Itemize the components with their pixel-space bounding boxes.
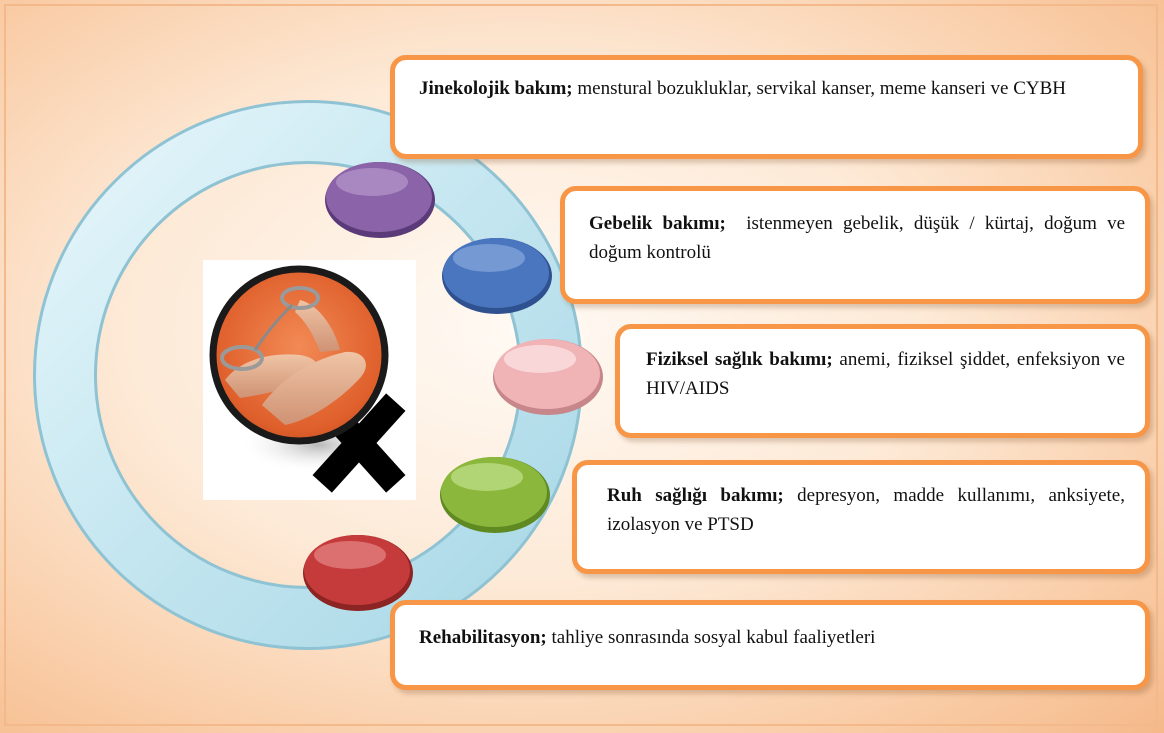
callout-title: Fiziksel sağlık bakımı; xyxy=(646,349,833,370)
node-red xyxy=(303,535,413,611)
callout-gynecological-care: Jinekolojik bakım; menstural bozukluklar… xyxy=(390,55,1143,159)
callout-pregnancy-care: Gebelik bakımı; istenmeyen gebelik, düşü… xyxy=(560,186,1150,304)
callout-title: Gebelik bakımı; xyxy=(589,213,726,234)
handcuff-female-symbol-image xyxy=(203,260,416,500)
callout-rehabilitation: Rehabilitasyon; tahliye sonrasında sosya… xyxy=(390,600,1150,690)
callout-title: Rehabilitasyon; xyxy=(419,627,547,648)
node-pink xyxy=(493,339,603,415)
callout-physical-health-care: Fiziksel sağlık bakımı; anemi, fiziksel … xyxy=(615,324,1150,438)
callout-mental-health-care: Ruh sağlığı bakımı; depresyon, madde kul… xyxy=(572,460,1150,574)
node-blue xyxy=(442,238,552,314)
callout-title: Jinekolojik bakım; xyxy=(419,78,573,99)
callout-text: tahliye sonrasında sosyal kabul faaliyet… xyxy=(547,627,876,648)
callout-title: Ruh sağlığı bakımı; xyxy=(607,485,784,506)
node-green xyxy=(440,457,550,533)
callout-text: menstural bozukluklar, servikal kanser, … xyxy=(573,78,1066,99)
node-purple xyxy=(325,162,435,238)
